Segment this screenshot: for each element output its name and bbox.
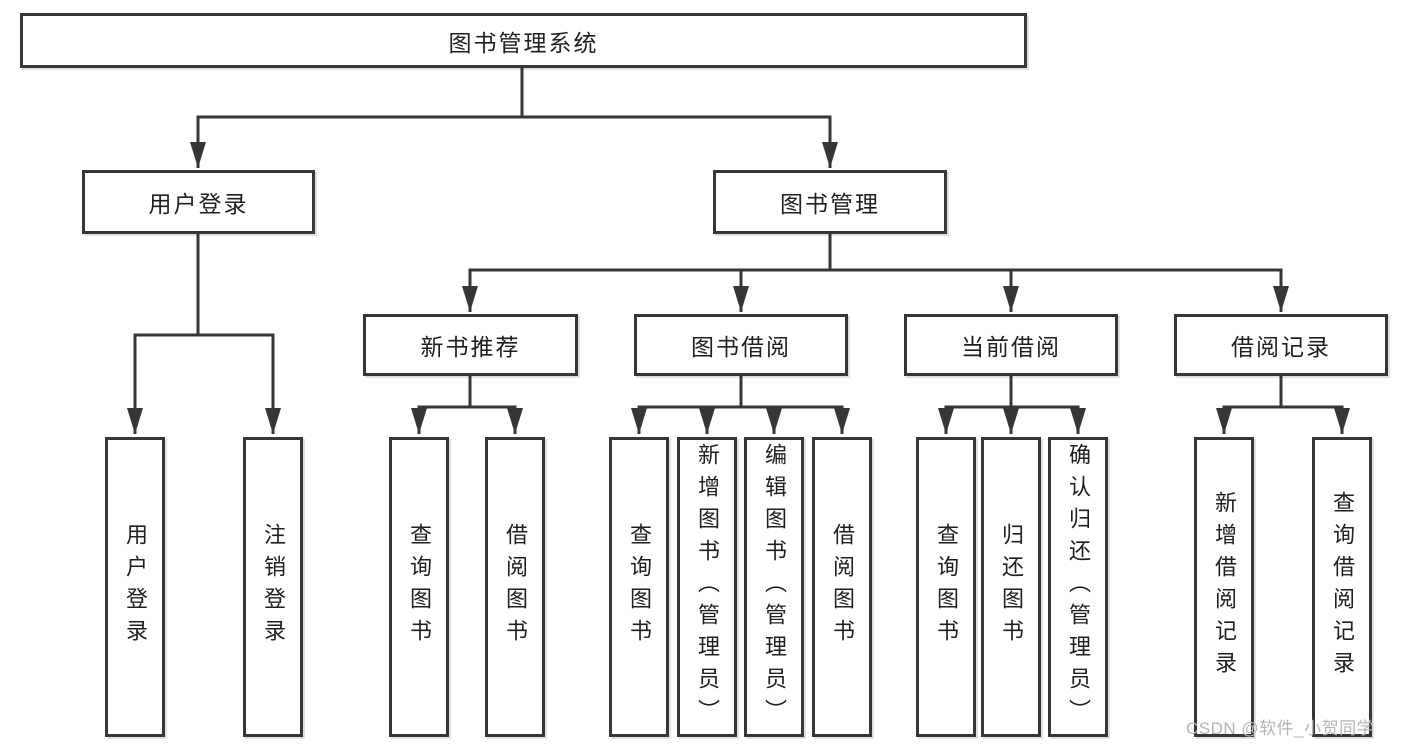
node-label: 当前借阅 [961,334,1061,360]
leaf-borrow-book: 借阅图书 [812,437,872,737]
leaf-user-login: 用户登录 [105,437,165,737]
leaf-query-book-recommend: 查询图书 [389,437,449,737]
node-user-login: 用户登录 [82,170,315,234]
leaf-add-borrow-record: 新增借阅记录 [1194,437,1254,737]
node-label: 查询图书 [627,523,652,651]
node-label: 用户登录 [148,191,249,217]
node-label: 查询图书 [934,523,959,651]
leaf-logout: 注销登录 [243,437,303,737]
node-label: 用户登录 [123,523,148,651]
node-label: 新增借阅记录 [1212,491,1237,683]
node-book-borrow: 图书借阅 [634,314,848,376]
node-label: 借阅图书 [503,523,528,651]
node-label: 新增图书（管理员） [695,443,720,731]
node-label: 新书推荐 [420,334,521,360]
leaf-edit-book-admin: 编辑图书（管理员） [744,437,804,737]
leaf-query-borrow-record: 查询借阅记录 [1312,437,1372,737]
leaf-return-book: 归还图书 [981,437,1041,737]
leaf-add-book-admin: 新增图书（管理员） [677,437,737,737]
node-borrow-records: 借阅记录 [1174,314,1388,376]
node-library-system: 图书管理系统 [20,13,1027,68]
csdn-watermark: CSDN @软件_小贺同学 [1186,719,1375,738]
leaf-confirm-return-admin: 确认归还（管理员） [1048,437,1108,737]
leaf-query-book: 查询图书 [609,437,669,737]
node-label: 借阅图书 [830,523,855,651]
node-label: 查询借阅记录 [1330,491,1355,683]
node-label: 图书管理 [780,191,880,217]
node-label: 图书借阅 [691,334,791,360]
node-label: 注销登录 [261,523,286,651]
node-label: 归还图书 [999,523,1024,651]
leaf-query-book-current: 查询图书 [916,437,976,737]
node-book-management: 图书管理 [713,170,947,234]
node-label: 图书管理系统 [448,29,599,56]
node-label: 确认归还（管理员） [1066,443,1091,731]
node-label: 编辑图书（管理员） [762,443,787,731]
node-label: 借阅记录 [1231,334,1331,360]
node-label: 查询图书 [407,523,432,651]
node-new-book-recommend: 新书推荐 [363,314,578,376]
node-current-borrow: 当前借阅 [904,314,1118,376]
leaf-borrow-book-recommend: 借阅图书 [485,437,545,737]
